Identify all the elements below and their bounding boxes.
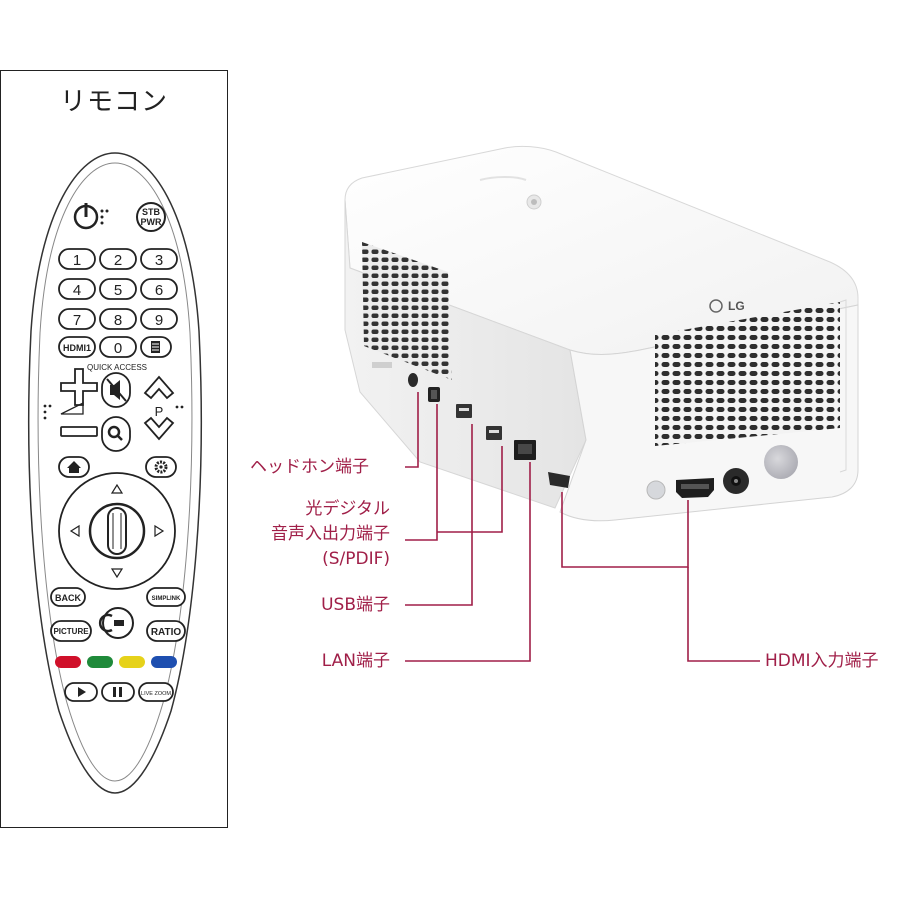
usb-leader-c [405,532,473,606]
dc-in-jack-icon [723,468,749,494]
svg-text:SIMPLINK: SIMPLINK [152,596,181,602]
ratio-button[interactable]: RATIO [146,620,186,642]
number-label: 4 [73,282,81,299]
search-button[interactable] [101,416,131,452]
ir-sensor-icon [764,445,798,479]
home-button[interactable] [58,456,90,478]
leader-lines [405,392,760,662]
back-button[interactable]: BACK [50,587,86,607]
stb-power-button[interactable]: STB PWR [136,202,166,232]
color-keys [55,656,177,668]
optical-leader [405,404,438,541]
svg-text:LIVE ZOOM: LIVE ZOOM [141,691,171,697]
number-button-9[interactable]: 9 [140,308,178,330]
remote-panel: リモコン STB PWR 1 2 3 4 5 6 7 8 9 HDMI1 0 [0,70,228,828]
usb-port-icon-2 [486,426,502,440]
blue-color-button[interactable] [151,656,177,668]
lg-logo-icon [709,299,723,313]
label-hdmi: HDMI入力端子 [765,651,879,671]
number-label: 8 [114,312,122,329]
list-button[interactable] [140,336,172,358]
channel-down-button[interactable] [143,416,175,441]
svg-text:RATIO: RATIO [151,627,182,638]
number-label: 5 [114,282,122,299]
number-label: 2 [114,252,122,269]
red-color-button[interactable] [55,656,81,668]
rear-button-icon [646,480,666,500]
svg-text:STB: STB [142,207,161,217]
svg-text:PWR: PWR [141,217,162,227]
channel-icon [175,405,184,409]
number-button-5[interactable]: 5 [99,278,137,300]
hdmi-port-side-icon [548,472,570,488]
optical-port-icon [428,387,440,402]
number-label: 6 [155,282,163,299]
svg-text:HDMI1: HDMI1 [63,343,91,353]
power-icon[interactable] [73,203,109,230]
side-label-strip [372,362,392,368]
remote-title: リモコン [59,87,168,117]
number-button-8[interactable]: 8 [99,308,137,330]
hdmi-side-leader [561,492,689,568]
number-label: 9 [155,312,163,329]
channel-label: P [155,404,164,419]
label-lan: LAN端子 [321,651,390,671]
projector-body [344,145,859,522]
remote-illustration: STB PWR 1 2 3 4 5 6 7 8 9 HDMI1 0 QUICK ACCESS [27,152,203,794]
svg-text:BACK: BACK [55,593,81,603]
number-button-2[interactable]: 2 [99,248,137,270]
label-usb: USB端子 [321,595,390,615]
number-button-6[interactable]: 6 [140,278,178,300]
picture-button[interactable]: PICTURE [50,620,92,642]
green-color-button[interactable] [87,656,113,668]
lan-leader [405,462,531,662]
mute-button[interactable] [101,372,131,408]
svg-text:PICTURE: PICTURE [53,627,89,636]
yellow-color-button[interactable] [119,656,145,668]
ok-wheel-button[interactable] [88,502,146,560]
volume-up-button[interactable] [60,368,98,406]
hdmi-port-rear-icon [676,478,714,498]
lan-port-icon [514,440,536,460]
hdmi-button[interactable]: HDMI1 [58,336,96,358]
quick-access-label: QUICK ACCESS [87,363,147,372]
number-label: 1 [73,252,81,269]
zero-button[interactable]: 0 [99,336,137,358]
number-button-1[interactable]: 1 [58,248,96,270]
number-label: 3 [155,252,163,269]
simplink-button[interactable]: SIMPLINK [146,587,186,607]
svg-text:0: 0 [114,340,122,357]
headphone-leader [405,392,419,468]
label-headphone: ヘッドホン端子 [250,457,369,477]
label-optical-line2: 音声入出力端子 [271,524,390,544]
hdmi-leader [687,567,760,662]
label-optical-line3: (S/PDIF) [322,549,390,569]
headphone-jack-icon [408,373,418,387]
volume-icon [43,401,84,420]
brand-logo: LG [728,299,745,313]
number-button-4[interactable]: 4 [58,278,96,300]
channel-up-button[interactable] [143,375,175,400]
settings-button[interactable] [145,456,177,478]
play-button[interactable] [64,682,98,702]
number-keypad: 1 2 3 4 5 6 7 8 9 [58,248,178,330]
pause-button[interactable] [101,682,135,702]
usb-leader-a [472,446,503,533]
label-optical-line1: 光デジタル [305,499,390,519]
number-button-7[interactable]: 7 [58,308,96,330]
number-label: 7 [73,312,81,329]
live-zoom-button[interactable]: LIVE ZOOM [138,682,174,702]
usb-port-icon-1 [456,404,472,418]
number-button-3[interactable]: 3 [140,248,178,270]
input-button[interactable] [98,607,134,639]
volume-down-button[interactable] [60,426,98,437]
